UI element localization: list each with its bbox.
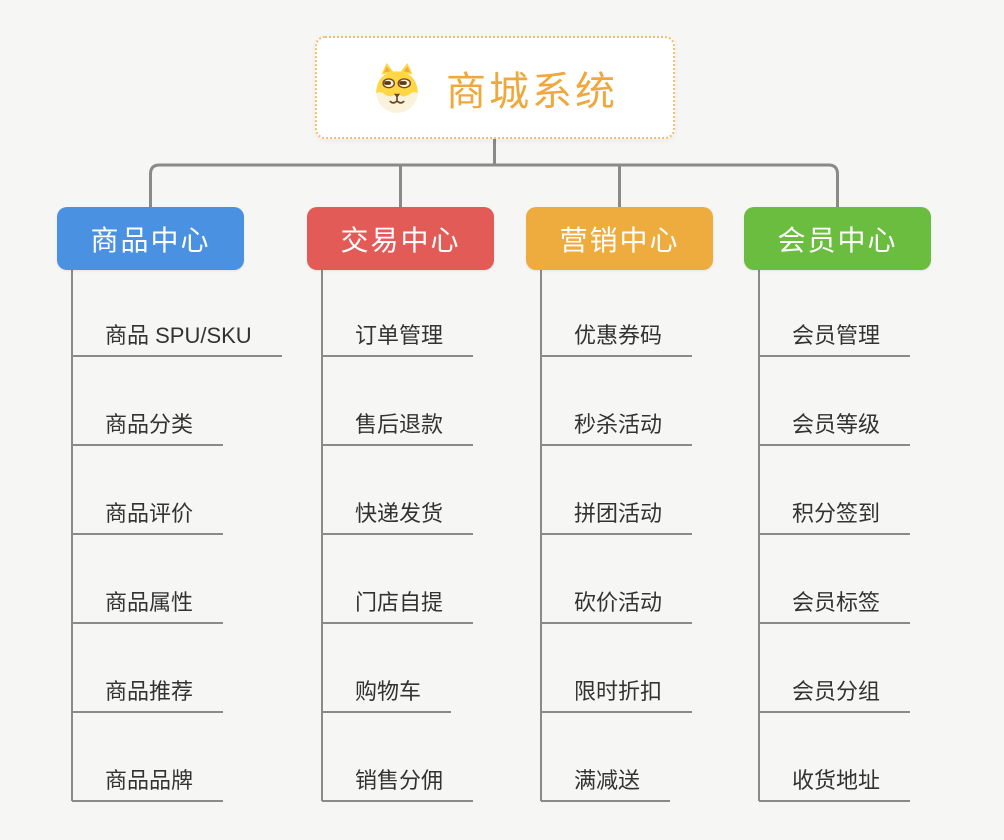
child-node[interactable]: 商品评价 xyxy=(72,500,224,535)
child-node[interactable]: 秒杀活动 xyxy=(541,411,693,446)
child-node-label: 优惠券码 xyxy=(541,322,693,357)
child-node-label: 销售分佣 xyxy=(322,767,474,802)
dog-face-icon xyxy=(376,62,418,113)
child-node[interactable]: 商品分类 xyxy=(72,411,224,446)
child-node-label: 商品属性 xyxy=(72,589,224,624)
root-node-title: 商城系统 xyxy=(446,69,618,114)
child-node[interactable]: 会员标签 xyxy=(759,589,911,624)
child-node-label: 订单管理 xyxy=(322,322,474,357)
child-node[interactable]: 会员分组 xyxy=(759,678,911,713)
child-node[interactable]: 销售分佣 xyxy=(322,767,474,802)
child-node[interactable]: 门店自提 xyxy=(322,589,474,624)
child-node[interactable]: 快递发货 xyxy=(322,500,474,535)
root-node-mall-system[interactable]: 商城系统 xyxy=(315,36,675,139)
child-node-label: 砍价活动 xyxy=(541,589,693,624)
child-node-label: 商品品牌 xyxy=(72,767,224,802)
child-node[interactable]: 会员等级 xyxy=(759,411,911,446)
child-node-label: 快递发货 xyxy=(322,500,474,535)
child-node[interactable]: 砍价活动 xyxy=(541,589,693,624)
child-node-label: 积分签到 xyxy=(759,500,911,535)
child-node-label: 门店自提 xyxy=(322,589,474,624)
branch-node-4[interactable]: 会员中心 xyxy=(744,207,931,270)
branch-node-label: 会员中心 xyxy=(777,224,898,256)
child-node-label: 会员等级 xyxy=(759,411,911,446)
child-node[interactable]: 商品属性 xyxy=(72,589,224,624)
child-node-label: 商品分类 xyxy=(72,411,224,446)
branch-node-label: 交易中心 xyxy=(340,224,461,256)
child-node[interactable]: 拼团活动 xyxy=(541,500,693,535)
child-node[interactable]: 购物车 xyxy=(322,678,452,713)
child-node-label: 会员标签 xyxy=(759,589,911,624)
branch-node-label: 营销中心 xyxy=(559,224,680,256)
child-node-label: 商品推荐 xyxy=(72,678,224,713)
child-node[interactable]: 满减送 xyxy=(541,767,671,802)
child-node[interactable]: 商品品牌 xyxy=(72,767,224,802)
child-node[interactable]: 商品推荐 xyxy=(72,678,224,713)
child-node-label: 购物车 xyxy=(322,678,452,713)
child-node[interactable]: 商品 SPU/SKU xyxy=(72,322,282,357)
branch-node-3[interactable]: 营销中心 xyxy=(526,207,713,270)
child-node-label: 限时折扣 xyxy=(541,678,693,713)
child-node[interactable]: 售后退款 xyxy=(322,411,474,446)
child-node[interactable]: 限时折扣 xyxy=(541,678,693,713)
child-node-label: 会员管理 xyxy=(759,322,911,357)
child-node[interactable]: 优惠券码 xyxy=(541,322,693,357)
child-node-label: 会员分组 xyxy=(759,678,911,713)
child-node[interactable]: 收货地址 xyxy=(759,767,911,802)
branch-node-1[interactable]: 商品中心 xyxy=(57,207,244,270)
child-node-label: 秒杀活动 xyxy=(541,411,693,446)
child-node[interactable]: 积分签到 xyxy=(759,500,911,535)
child-node-label: 商品评价 xyxy=(72,500,224,535)
branch-node-2[interactable]: 交易中心 xyxy=(307,207,494,270)
child-node-label: 售后退款 xyxy=(322,411,474,446)
child-node[interactable]: 订单管理 xyxy=(322,322,474,357)
child-node-label: 商品 SPU/SKU xyxy=(72,322,282,357)
child-node-label: 收货地址 xyxy=(759,767,911,802)
child-node-label: 满减送 xyxy=(541,767,671,802)
child-node-label: 拼团活动 xyxy=(541,500,693,535)
branch-node-label: 商品中心 xyxy=(90,224,211,256)
child-node[interactable]: 会员管理 xyxy=(759,322,911,357)
